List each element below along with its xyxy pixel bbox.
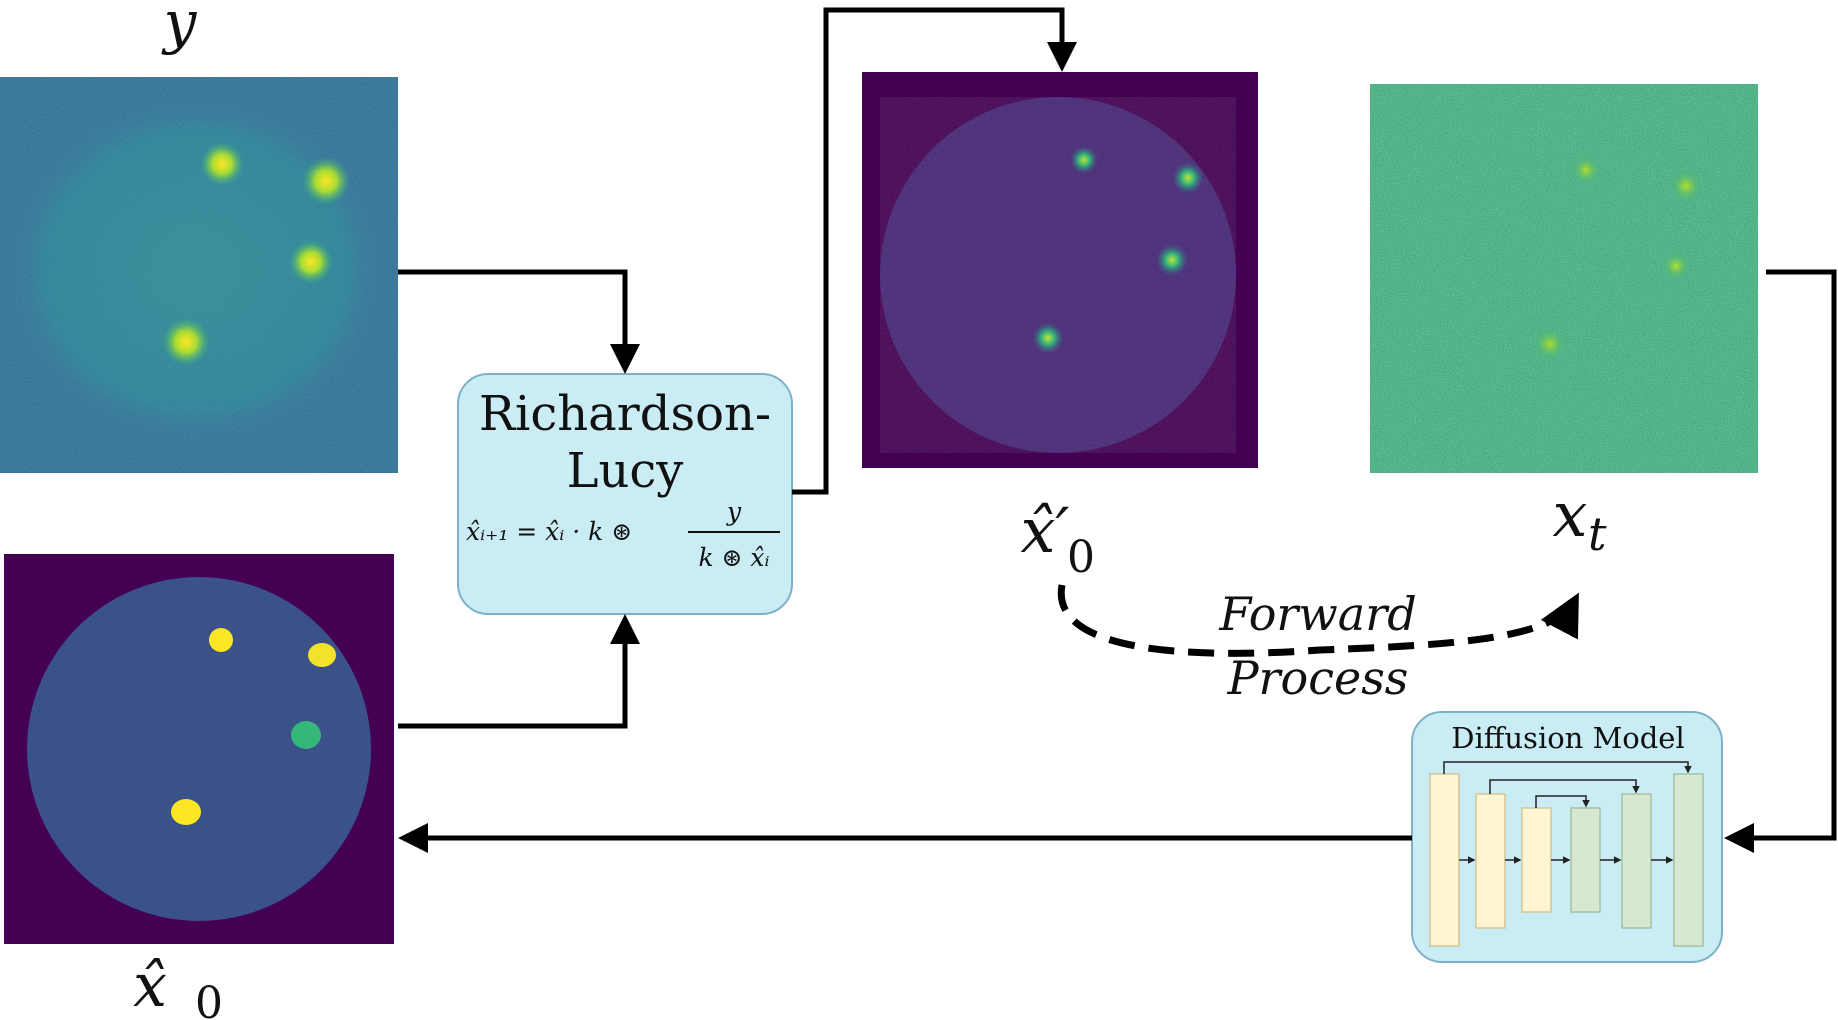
svg-text:0: 0 [195,978,223,1020]
rl-equation-denominator: k ⊛ x̂ᵢ [698,543,769,572]
arrow-y-to-rl [398,269,640,374]
rl-title-line1: Richardson- [479,386,771,442]
rl-equation-lhs: x̂ᵢ₊₁ = x̂ᵢ · k ⊛ [466,517,632,546]
label-xt: x t [1553,478,1607,561]
forward-process-label-line1: Forward [1218,587,1416,641]
label-x0-hat: x̂ 0 [133,951,223,1020]
svg-text:x̂: x̂ [133,951,167,1020]
label-x0-prime: x̂′ 0 [1020,494,1095,583]
forward-process-arrow [1057,584,1579,657]
svg-text:x̂′: x̂′ [1020,494,1069,567]
rl-equation-numerator: y [726,497,742,526]
label-y: y [161,0,198,56]
rl-title-line2: Lucy [567,443,684,499]
diffusion-model-box: Diffusion Model [1411,711,1723,963]
arrow-rl-to-x0-prime [792,7,1077,495]
arrow-xt-to-diffusion [1724,269,1837,853]
arrow-x0-to-rl [398,614,640,729]
image-xt-noised [1370,84,1758,473]
forward-process-label-line2: Process [1227,651,1409,705]
diffusion-model-title: Diffusion Model [1451,721,1684,755]
image-y-observation [0,77,398,473]
unet-icon [1429,761,1704,947]
svg-text:0: 0 [1067,532,1095,583]
richardson-lucy-box: Richardson- Lucy x̂ᵢ₊₁ = x̂ᵢ · k ⊛ y k ⊛… [457,373,793,615]
image-x0-prime-rl-output [862,72,1258,468]
svg-text:t: t [1588,507,1607,561]
svg-text:x: x [1553,478,1588,551]
image-x0-hat-clean [4,554,394,944]
